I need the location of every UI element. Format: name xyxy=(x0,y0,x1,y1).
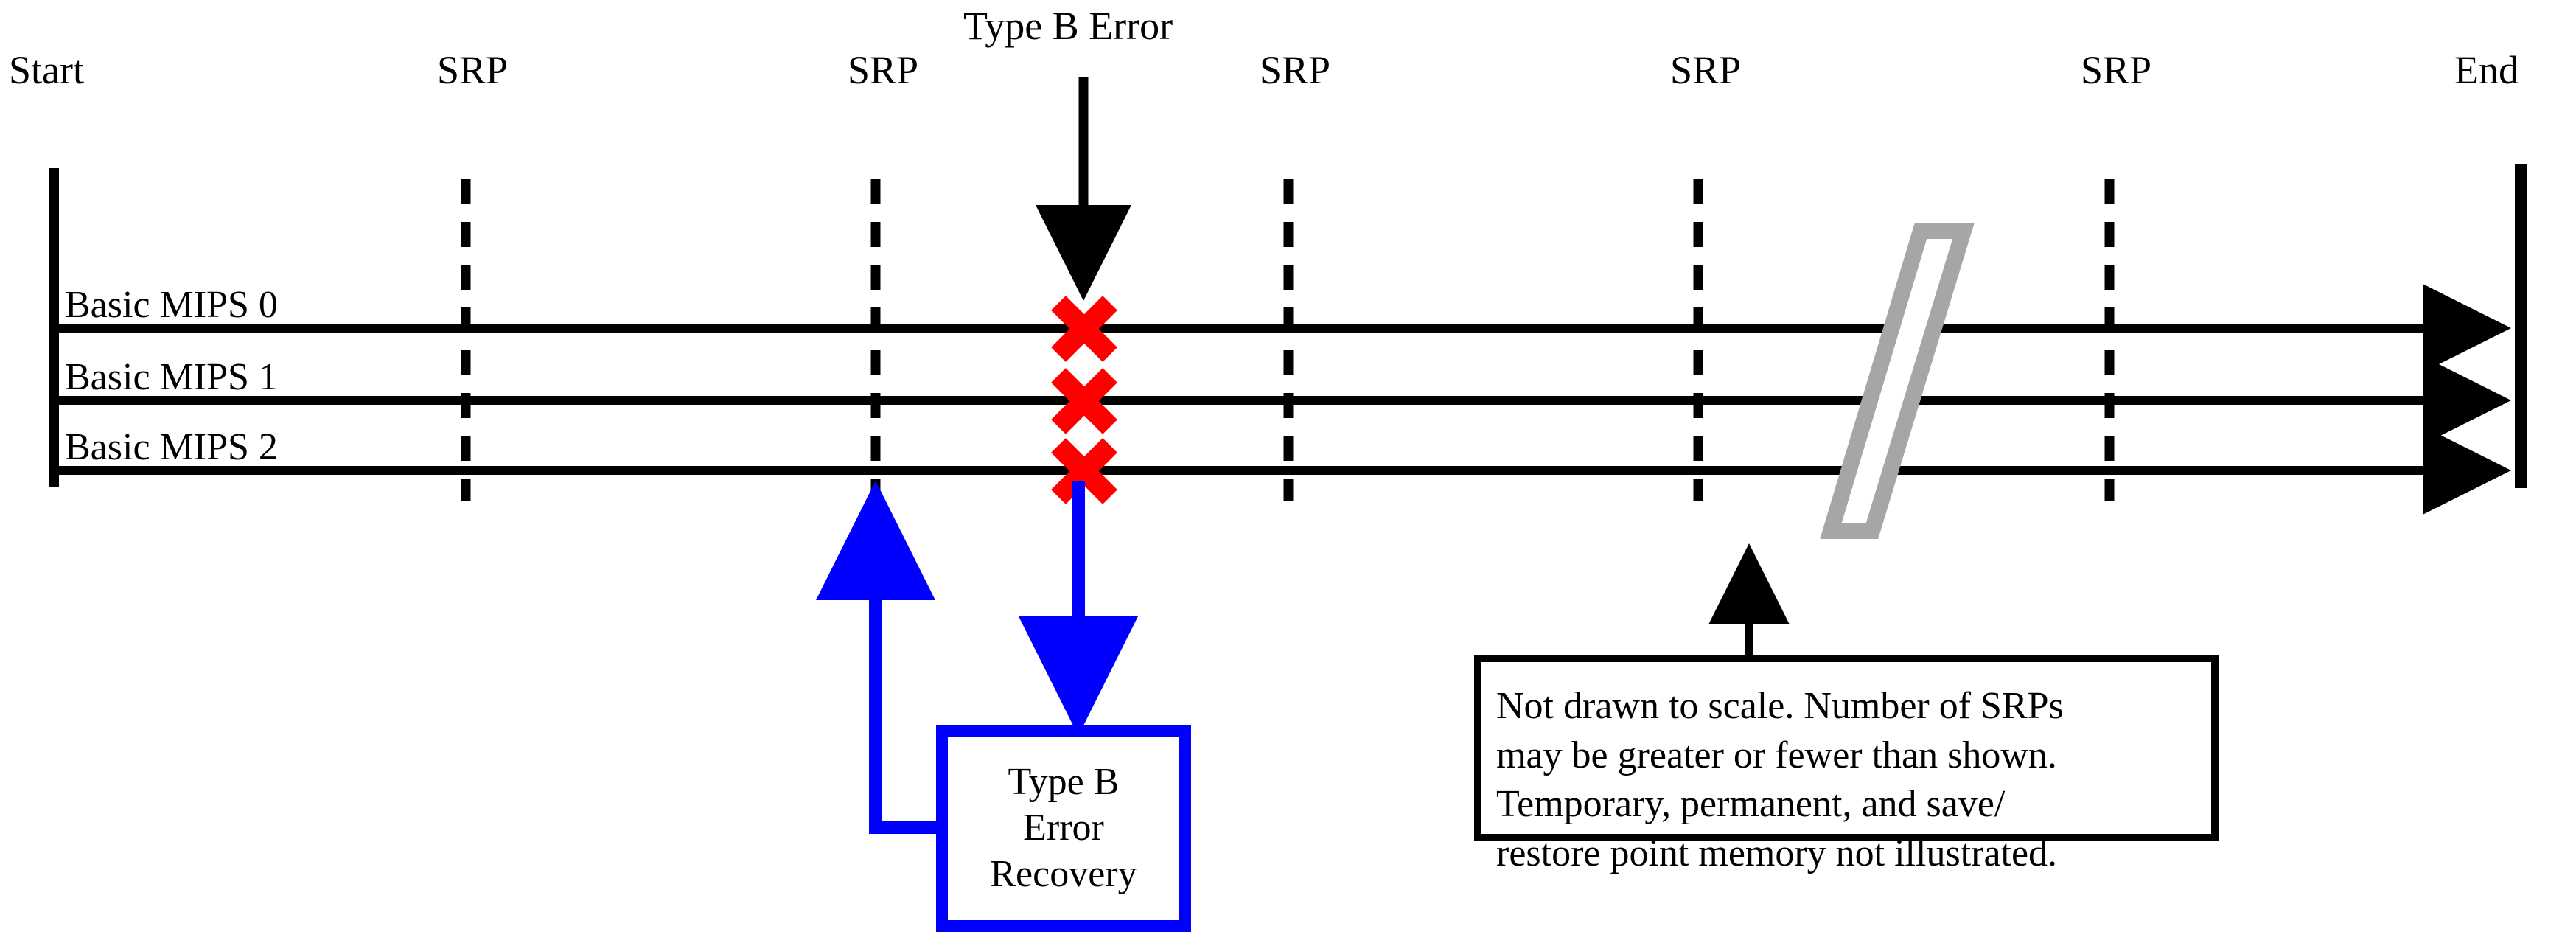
note-line-2: may be greater or fewer than shown. xyxy=(1496,734,2057,776)
note-line-4: restore point memory not illustrated. xyxy=(1496,832,2058,874)
srp-label-1: SRP xyxy=(437,48,509,92)
note-box xyxy=(1474,655,2219,841)
type-b-error-label: Type B Error xyxy=(963,4,1173,48)
note-box-text: Not drawn to scale. Number of SRPs may b… xyxy=(1496,682,2204,878)
srp-label-3: SRP xyxy=(1260,48,1331,92)
recovery-box-line-3: Recovery xyxy=(990,852,1137,895)
error-mark-lane-1 xyxy=(1051,368,1117,434)
recovery-box-line-2: Error xyxy=(1023,807,1104,849)
error-mark-lane-0 xyxy=(1051,296,1117,362)
note-line-3: Temporary, permanent, and save/ xyxy=(1496,783,2006,826)
lane-label-1: Basic MIPS 1 xyxy=(65,356,278,398)
break-symbol xyxy=(1820,223,1975,539)
start-label: Start xyxy=(9,48,84,92)
srp-label-2: SRP xyxy=(848,48,919,92)
end-label: End xyxy=(2454,48,2519,92)
recovery-box-text: Type B Error Recovery xyxy=(951,759,1176,897)
recovery-box-line-1: Type B xyxy=(1008,761,1120,803)
recovery-return-arrow xyxy=(816,481,942,834)
lane-label-0: Basic MIPS 0 xyxy=(65,284,278,326)
error-mark-lane-2 xyxy=(1051,438,1117,504)
srp-label-5: SRP xyxy=(2081,48,2152,92)
recovery-box[interactable] xyxy=(936,725,1191,932)
lane-label-2: Basic MIPS 2 xyxy=(65,426,278,468)
srp-label-4: SRP xyxy=(1670,48,1742,92)
note-line-1: Not drawn to scale. Number of SRPs xyxy=(1496,685,2064,727)
